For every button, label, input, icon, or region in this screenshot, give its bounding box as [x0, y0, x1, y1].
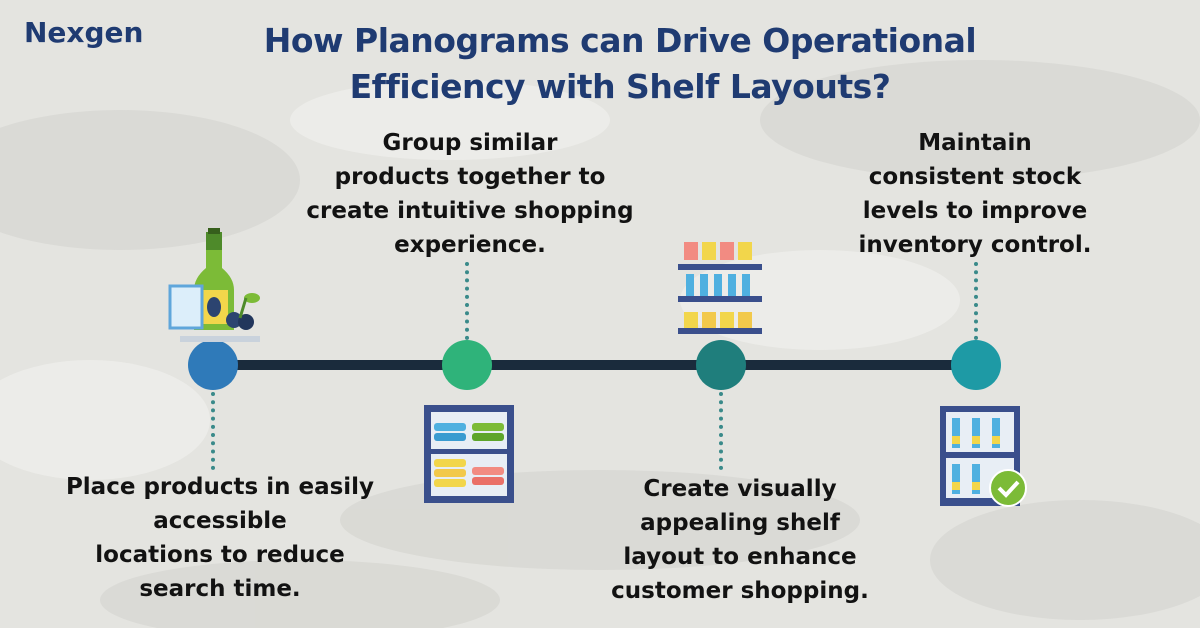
connector-4 [974, 262, 978, 340]
step-3-text: Create visually appealing shelf layout t… [611, 476, 869, 604]
timeline-node-1 [188, 340, 238, 390]
connector-3 [719, 392, 723, 470]
stock-check-shelf-icon [940, 406, 1027, 507]
connector-2 [465, 262, 469, 340]
step-2-text: Group similar products together to creat… [306, 130, 634, 258]
timeline-line [210, 360, 978, 370]
store-shelf-icon [678, 242, 762, 334]
step-4-text: Maintain consistent stock levels to impr… [858, 130, 1092, 258]
grocery-bottle-icon [168, 228, 260, 342]
title-line-2: Efficiency with Shelf Layouts? [349, 67, 891, 106]
page-title: How Planograms can Drive Operational Eff… [200, 18, 1040, 110]
timeline-node-4 [951, 340, 1001, 390]
brand-logo: Nexgen [24, 16, 144, 49]
title-line-1: How Planograms can Drive Operational [263, 21, 977, 60]
connector-1 [211, 392, 215, 470]
step-1-text: Place products in easily accessible loca… [65, 474, 375, 602]
timeline-node-3 [696, 340, 746, 390]
folded-clothes-shelf-icon [424, 405, 514, 503]
timeline-node-2 [442, 340, 492, 390]
